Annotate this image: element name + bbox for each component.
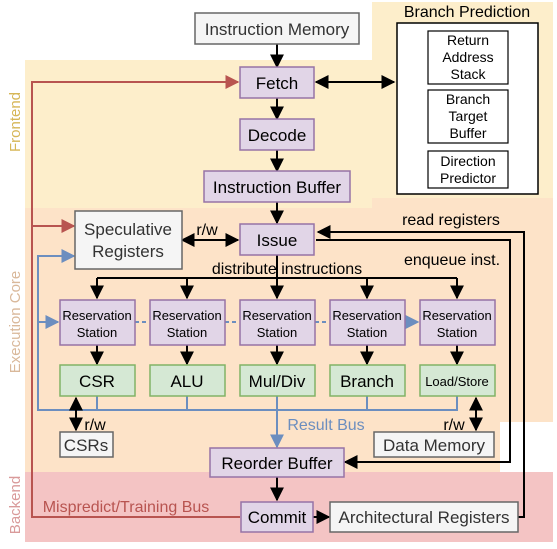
fetch-label: Fetch: [256, 74, 299, 93]
reorder-buffer-box: [209, 447, 345, 478]
rs3-line1: Reservation: [242, 308, 311, 323]
direction-predictor-box: [427, 150, 509, 189]
dp-line1: Direction: [440, 153, 495, 169]
instruction-memory-box: [194, 12, 360, 45]
enqueue-line: [316, 239, 511, 469]
decode-label: Decode: [248, 126, 307, 145]
architectural-registers-label: Architectural Registers: [338, 508, 509, 527]
csr-unit-label: CSR: [79, 372, 115, 391]
commit-box: [240, 501, 314, 533]
csrs-box: [59, 431, 114, 458]
rs5-line1: Reservation: [422, 308, 491, 323]
rw-spec-label: r/w: [196, 222, 218, 239]
read-registers-line: [316, 225, 525, 518]
reservation-station-3: Reservation Station: [239, 299, 316, 346]
ras-line1: Return: [447, 32, 489, 48]
rs4-line2: Station: [347, 325, 387, 340]
alu-unit-label: ALU: [170, 372, 203, 391]
instruction-buffer-label: Instruction Buffer: [213, 178, 342, 197]
csrs-label: CSRs: [64, 436, 108, 455]
rw-csr-label: r/w: [84, 417, 106, 434]
speculative-registers-label-line1: Speculative: [84, 220, 172, 239]
rs5-line2: Station: [437, 325, 477, 340]
rw-mem-label: r/w: [443, 417, 465, 434]
backend-label: Backend: [7, 476, 24, 534]
rs1-line2: Station: [77, 325, 117, 340]
muldiv-unit-label: Mul/Div: [249, 372, 306, 391]
rs1-line1: Reservation: [62, 308, 131, 323]
speculative-registers-box: [74, 210, 183, 270]
ras-line2: Address: [442, 49, 493, 65]
rs2-line2: Station: [167, 325, 207, 340]
mispredict-bus-label: Mispredict/Training Bus: [43, 499, 210, 516]
muldiv-unit-box: [239, 364, 316, 397]
reservation-station-4: Reservation Station: [329, 299, 406, 346]
branch-unit-box: [329, 364, 406, 397]
architectural-registers-box: [329, 501, 519, 533]
distribute-label: distribute instructions: [212, 261, 362, 278]
ras-line3: Stack: [450, 66, 486, 82]
execution-core-label: Execution Core: [7, 271, 24, 374]
reservation-station-2: Reservation Station: [149, 299, 226, 346]
enqueue-label: enqueue inst.: [404, 252, 500, 269]
branch-unit-label: Branch: [340, 372, 394, 391]
data-memory-label: Data Memory: [383, 436, 486, 455]
commit-label: Commit: [248, 508, 307, 527]
btb-box: [427, 89, 509, 144]
btb-line1: Branch: [446, 91, 490, 107]
reservation-station-1: Reservation Station: [59, 299, 136, 346]
loadstore-unit-box: [419, 364, 496, 397]
csr-unit-box: [59, 364, 136, 397]
branch-prediction-title: Branch Prediction: [404, 4, 530, 21]
btb-line3: Buffer: [449, 125, 486, 141]
btb-line2: Target: [449, 108, 488, 124]
data-memory-box: [373, 431, 495, 458]
frontend-label: Frontend: [7, 92, 24, 152]
instruction-memory-label: Instruction Memory: [205, 20, 350, 39]
instruction-buffer-box: [203, 170, 351, 203]
reorder-buffer-label: Reorder Buffer: [221, 454, 333, 473]
fetch-box: [239, 66, 315, 99]
loadstore-unit-label: Load/Store: [425, 374, 489, 389]
alu-unit-box: [149, 364, 226, 397]
speculative-registers-label-line2: Registers: [92, 242, 164, 261]
result-bus-label: Result Bus: [287, 417, 364, 434]
mispredict-bus: [31, 75, 240, 518]
rs2-line1: Reservation: [152, 308, 221, 323]
reservation-station-5: Reservation Station: [419, 299, 496, 346]
rs4-line1: Reservation: [332, 308, 401, 323]
read-registers-label: read registers: [402, 212, 500, 229]
dp-line2: Predictor: [440, 170, 496, 186]
issue-box: [239, 223, 315, 256]
ras-box: [427, 30, 509, 85]
issue-label: Issue: [257, 231, 298, 250]
rs3-line2: Station: [257, 325, 297, 340]
decode-box: [239, 118, 315, 151]
